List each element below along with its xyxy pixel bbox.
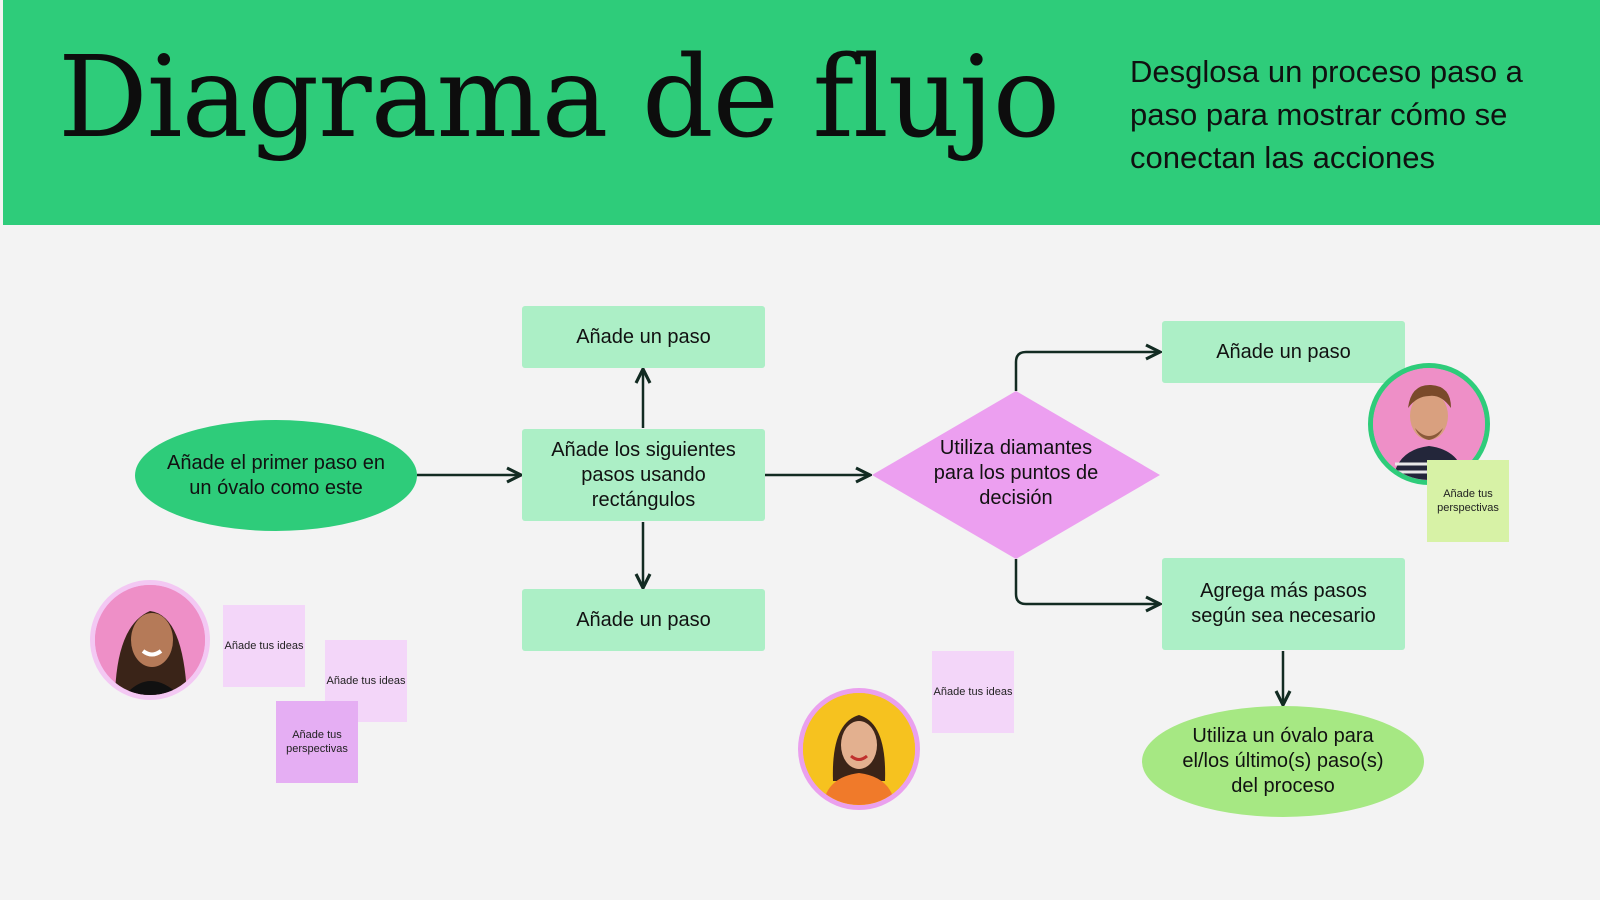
sticky-note[interactable]: Añade tus ideas xyxy=(932,651,1014,733)
avatar-woman-center xyxy=(798,688,920,810)
decision-label: Utiliza diamantes para los puntos de dec… xyxy=(933,437,1099,509)
end-oval-label: Utiliza un óvalo para el/los último(s) p… xyxy=(1182,725,1384,797)
step-right-bottom-box[interactable]: Agrega más pasos según sea necesario xyxy=(1162,558,1405,650)
person-icon xyxy=(95,585,205,695)
sticky-note[interactable]: Añade tus perspectivas xyxy=(1427,460,1509,542)
step-top-label: Añade un paso xyxy=(576,325,711,348)
start-oval-label: Añade el primer paso en un óvalo como es… xyxy=(167,451,385,499)
step-bottom-box[interactable]: Añade un paso xyxy=(522,589,765,651)
avatar-woman-left xyxy=(90,580,210,700)
step-right-bottom-label: Agrega más pasos según sea necesario xyxy=(1191,580,1376,627)
start-oval[interactable]: Añade el primer paso en un óvalo como es… xyxy=(135,420,417,531)
header-banner xyxy=(3,0,1600,225)
step-middle-label: Añade los siguientes pasos usando rectán… xyxy=(551,438,736,511)
sticky-note[interactable]: Añade tus ideas xyxy=(223,605,305,687)
arrow-decision-to-right-top xyxy=(1014,352,1160,391)
step-middle-box[interactable]: Añade los siguientes pasos usando rectán… xyxy=(522,429,765,521)
step-right-top-label: Añade un paso xyxy=(1216,340,1351,363)
page-subtitle: Desglosa un proceso paso a paso para mos… xyxy=(1130,54,1523,175)
page-title: Diagrama de flujo xyxy=(58,33,1060,163)
end-oval[interactable]: Utiliza un óvalo para el/los último(s) p… xyxy=(1142,706,1424,817)
step-top-box[interactable]: Añade un paso xyxy=(522,306,765,368)
person-icon xyxy=(803,693,915,805)
sticky-note[interactable]: Añade tus perspectivas xyxy=(276,701,358,783)
arrow-decision-to-right-bottom xyxy=(1014,559,1160,604)
step-bottom-label: Añade un paso xyxy=(576,608,711,631)
step-right-top-box[interactable]: Añade un paso xyxy=(1162,321,1405,383)
decision-diamond xyxy=(872,391,1160,559)
